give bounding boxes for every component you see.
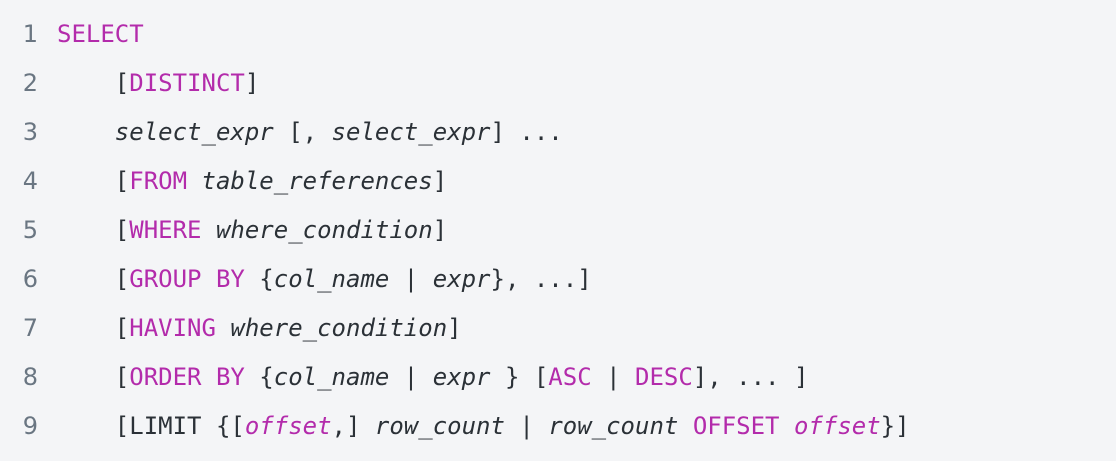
line-number: 4 [22, 167, 38, 195]
code-token-kw: DISTINCT [129, 69, 245, 97]
code-line-content: [LIMIT {[offset,] row_count | row_count … [38, 402, 910, 451]
code-token-var: row_count [548, 412, 679, 440]
code-token-punc: } [ [490, 363, 549, 391]
code-token-punc: [ [57, 314, 130, 342]
code-token-punc: { [244, 265, 274, 293]
code-token-var: col_name [273, 265, 390, 293]
code-token-var: expr [432, 363, 491, 391]
code-token-punc: ] ... [490, 118, 563, 146]
line-number: 5 [22, 216, 38, 244]
code-line-content: SELECT [38, 10, 144, 59]
code-line-content: select_expr [, select_expr] ... [38, 108, 563, 157]
code-token-punc: | [591, 363, 636, 391]
code-line-content: [HAVING where_condition] [38, 304, 462, 353]
code-line[interactable]: 1 SELECT [0, 10, 1116, 59]
code-line[interactable]: 6 [GROUP BY {col_name | expr}, ...] [0, 255, 1116, 304]
code-token-kw: ORDER BY [129, 363, 245, 391]
code-token-punc [57, 118, 115, 146]
code-token-kw: FROM [129, 167, 188, 195]
code-line-content: [DISTINCT] [38, 59, 260, 108]
code-token-kwvar: offset [244, 412, 332, 440]
code-token-var: select_expr [331, 118, 491, 146]
line-number: 6 [22, 265, 38, 293]
code-token-punc: [ [57, 69, 130, 97]
code-token-kw: SELECT [57, 20, 144, 48]
code-token-punc: ] [432, 167, 448, 195]
code-line[interactable]: 3 select_expr [, select_expr] ... [0, 108, 1116, 157]
code-line[interactable]: 4 [FROM table_references] [0, 157, 1116, 206]
code-token-punc [202, 216, 216, 244]
code-token-punc: ] [432, 216, 448, 244]
code-token-var: table_references [201, 167, 433, 195]
code-token-var: row_count [374, 412, 505, 440]
code-token-punc: | [389, 363, 433, 391]
code-token-var: select_expr [114, 118, 274, 146]
code-token-punc: ] [244, 69, 260, 97]
code-token-punc: [ [57, 216, 130, 244]
code-token-punc: }, ...] [490, 265, 592, 293]
code-token-punc: | [389, 265, 433, 293]
code-line[interactable]: 9 [LIMIT {[offset,] row_count | row_coun… [0, 402, 1116, 451]
line-number: 9 [22, 412, 38, 440]
code-token-punc: ], ... ] [692, 363, 809, 391]
code-token-punc: ] [447, 314, 462, 342]
code-token-kw: GROUP BY [129, 265, 245, 293]
code-token-punc [678, 412, 692, 440]
code-line-content: [FROM table_references] [38, 157, 447, 206]
code-token-punc: { [244, 363, 274, 391]
code-token-punc: [LIMIT {[ [57, 412, 245, 440]
code-token-punc [187, 167, 201, 195]
code-token-kw: OFFSET [692, 412, 780, 440]
code-token-punc: ,] [331, 412, 375, 440]
code-token-var: where_condition [215, 216, 433, 244]
code-line-content: [ORDER BY {col_name | expr } [ASC | DESC… [38, 353, 809, 402]
code-line-content: [GROUP BY {col_name | expr}, ...] [38, 255, 592, 304]
code-token-punc: | [504, 412, 549, 440]
line-number: 2 [22, 69, 38, 97]
line-number: 8 [22, 363, 38, 391]
code-token-kwvar: offset [793, 412, 881, 440]
code-token-punc [216, 314, 230, 342]
code-token-punc: }] [880, 412, 910, 440]
code-token-kw: DESC [635, 363, 693, 391]
code-token-var: expr [432, 265, 491, 293]
code-line[interactable]: 8 [ORDER BY {col_name | expr } [ASC | DE… [0, 353, 1116, 402]
code-token-kw: HAVING [129, 314, 216, 342]
code-token-punc: [ [57, 363, 130, 391]
code-token-punc: [ [57, 167, 130, 195]
line-number: 1 [22, 20, 38, 48]
code-token-kw: ASC [548, 363, 592, 391]
code-token-var: col_name [273, 363, 390, 391]
line-number: 7 [22, 314, 38, 342]
code-token-punc: [ [57, 265, 130, 293]
line-number: 3 [22, 118, 38, 146]
code-token-var: where_condition [230, 314, 448, 342]
code-line[interactable]: 2 [DISTINCT] [0, 59, 1116, 108]
code-line[interactable]: 5 [WHERE where_condition] [0, 206, 1116, 255]
code-line-content: [WHERE where_condition] [38, 206, 447, 255]
code-line[interactable]: 7 [HAVING where_condition] [0, 304, 1116, 353]
code-token-punc [780, 412, 794, 440]
code-token-punc: [, [273, 118, 332, 146]
code-token-kw: WHERE [129, 216, 202, 244]
